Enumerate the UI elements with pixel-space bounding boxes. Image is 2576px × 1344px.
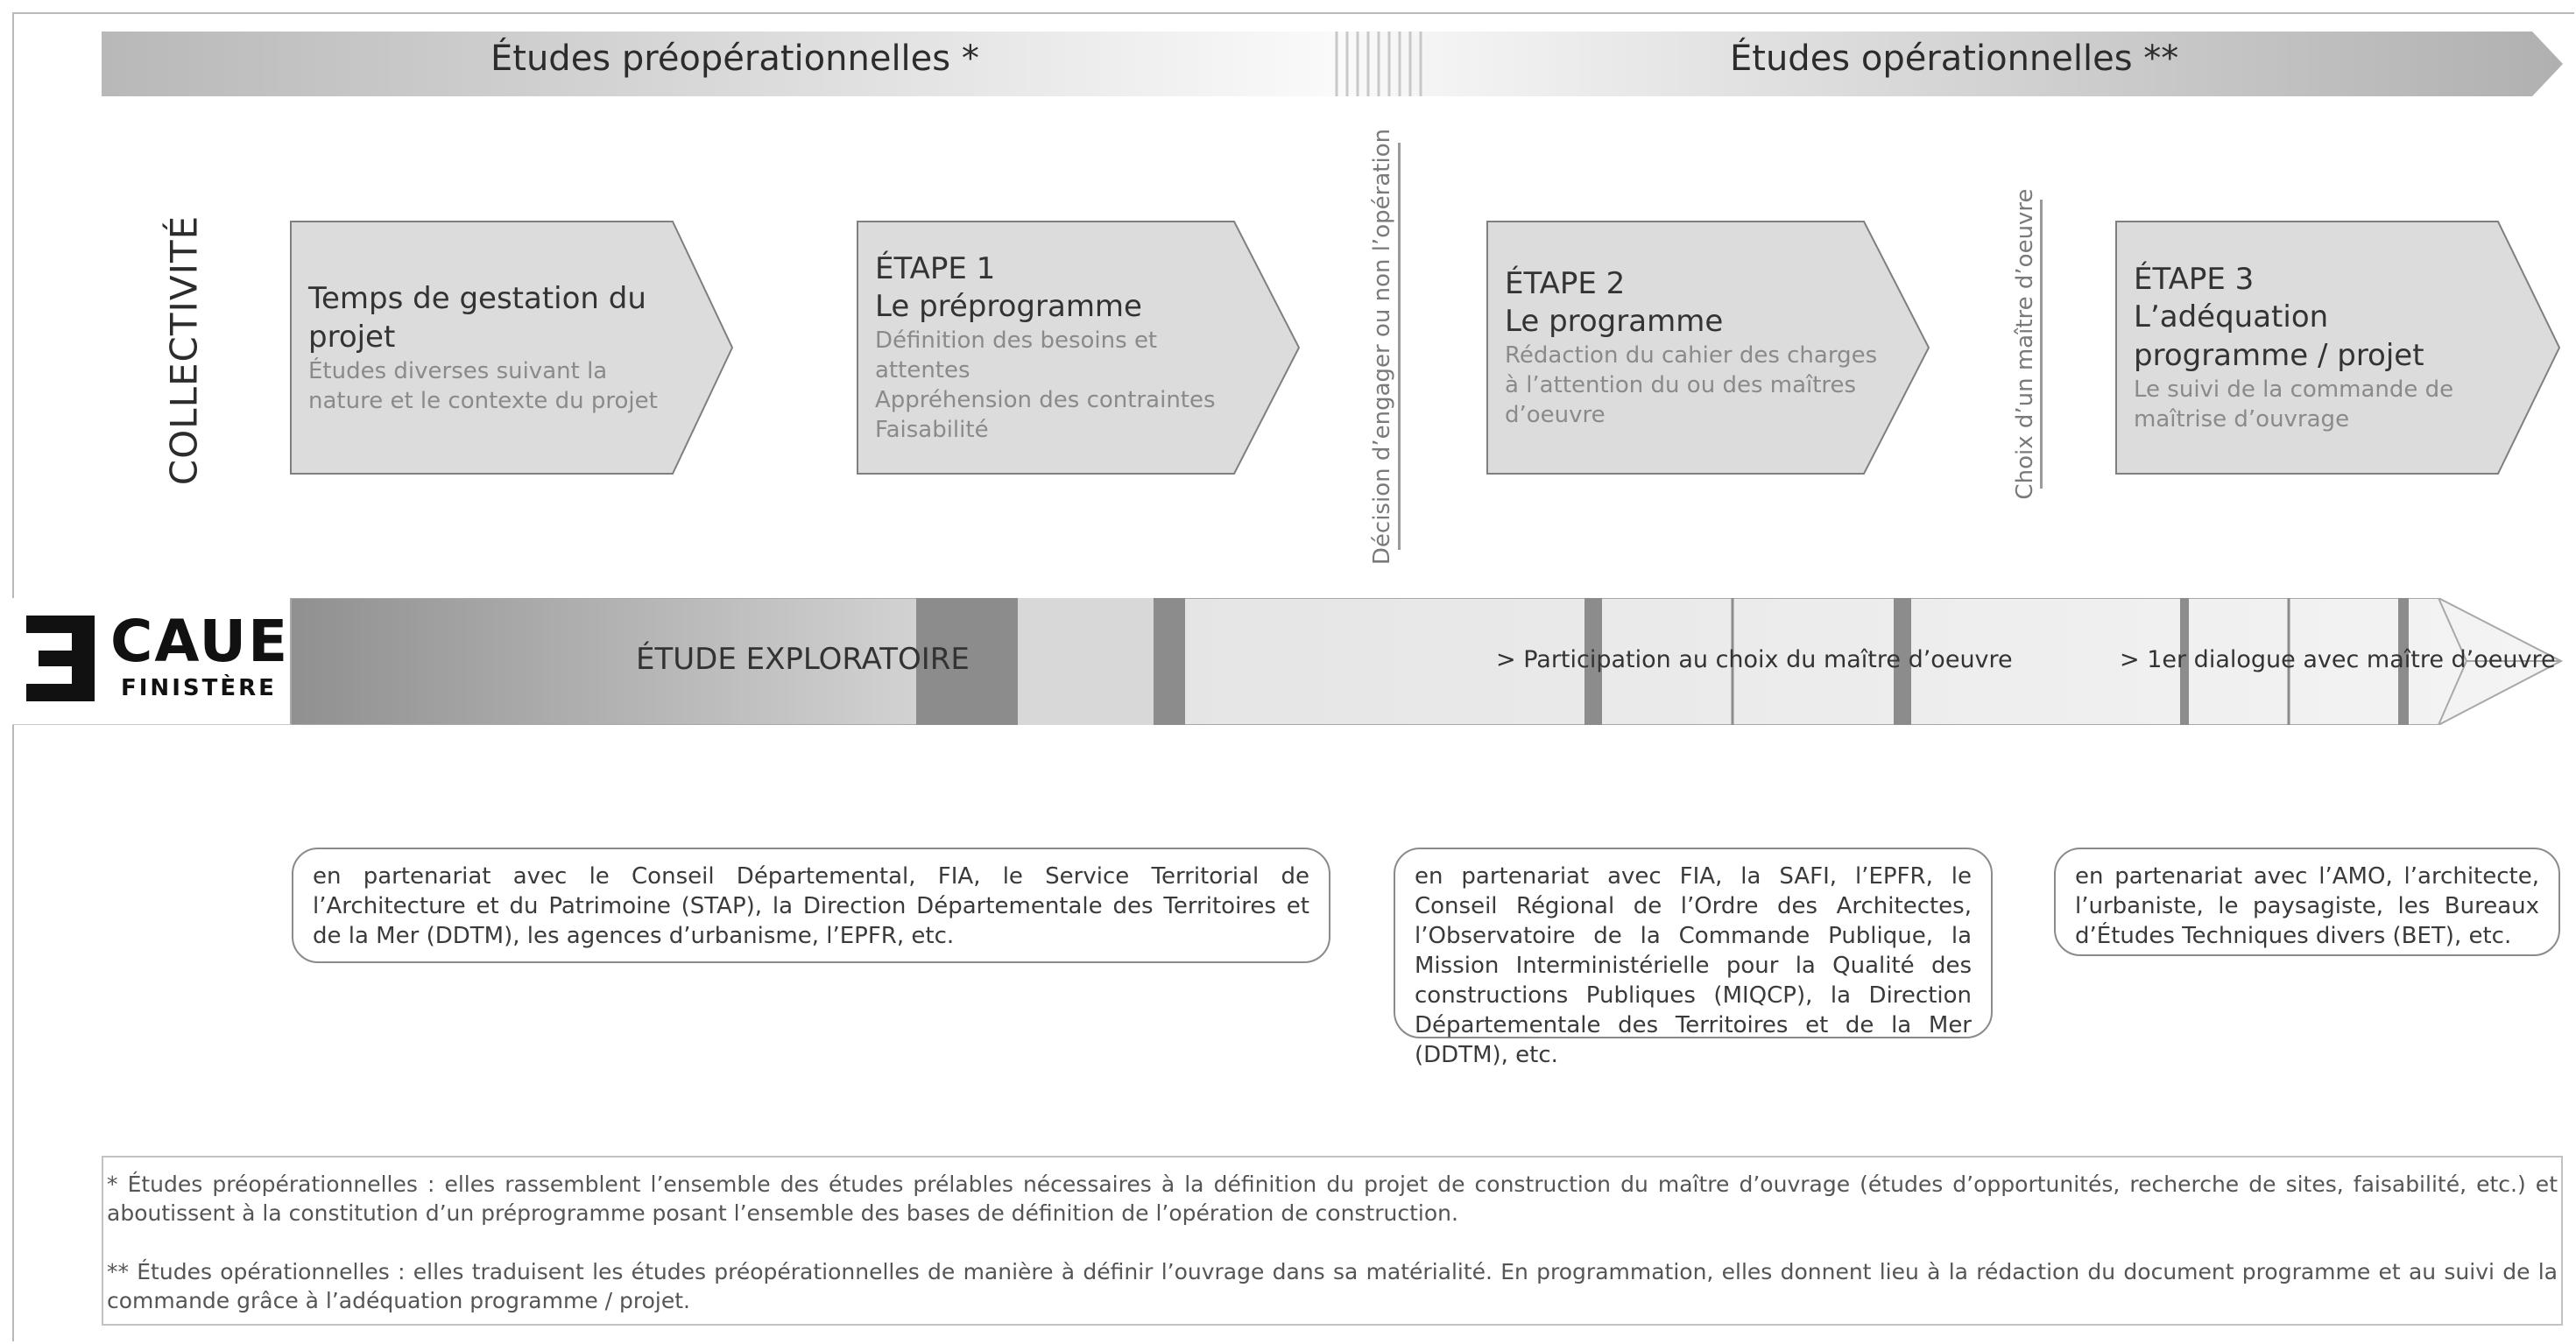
- band-participation-label: > Participation au choix du maître d’oeu…: [1496, 646, 2013, 673]
- decision-rule: [1398, 143, 1401, 550]
- stage-kicker: ÉTAPE 3: [2134, 262, 2255, 297]
- decision-choice-label: Choix d’un maître d’oeuvre: [2012, 188, 2038, 500]
- chevron-shape: [1486, 221, 1930, 475]
- footnote-preoperational: * Études préopérationnelles : elles rass…: [107, 1172, 2558, 1226]
- chevron-shape: [857, 221, 1301, 475]
- logo-subtitle: FINISTÈRE: [121, 675, 277, 701]
- stage-title: Le préprogramme: [875, 289, 1142, 324]
- phase-arrow: [102, 32, 2563, 96]
- stage-description: Définition des besoins et attentes Appré…: [875, 327, 1216, 443]
- stage-2: ÉTAPE 2 Le programme Rédaction du cahier…: [1486, 220, 1930, 475]
- decision-engage-marker: Décision d’engager ou non l’opération: [1360, 128, 1404, 565]
- stage-title: Le programme: [1505, 304, 1724, 339]
- decision-choice-marker: Choix d’un maître d’oeuvre: [2003, 188, 2047, 500]
- stage-title: L’adéquation programme / projet: [2134, 299, 2424, 373]
- stage-1: ÉTAPE 1 Le préprogramme Définition des b…: [856, 220, 1301, 475]
- band-dialogue-label: > 1er dialogue avec maître d’oeuvre: [2120, 646, 2556, 673]
- stage-kicker: ÉTAPE 1: [875, 251, 996, 286]
- collectivite-label: COLLECTIVITÉ: [162, 215, 206, 486]
- stage-3: ÉTAPE 3 L’adéquation programme / projet …: [2114, 220, 2561, 475]
- caue-logo: CAUE FINISTÈRE: [18, 609, 287, 718]
- stage-kicker: ÉTAPE 2: [1505, 266, 1626, 301]
- band-exploratory-label: ÉTUDE EXPLORATOIRE: [636, 642, 970, 677]
- logo-name: CAUE: [110, 608, 290, 675]
- chevron-shape: [2115, 221, 2561, 475]
- caue-mark-icon: [26, 616, 95, 701]
- partner-box-2: en partenariat avec FIA, la SAFI, l’EPFR…: [1394, 848, 1993, 1068]
- phase-preoperational-label: Études préopérationnelles *: [490, 39, 979, 79]
- stage-description: Rédaction du cahier des charges à l’atte…: [1505, 342, 1878, 428]
- decision-engage-label: Décision d’engager ou non l’opération: [1369, 128, 1395, 565]
- stage-description: Études diverses suivant la nature et le …: [308, 358, 658, 414]
- footnote-operational: ** Études opérationnelles : elles tradui…: [107, 1259, 2558, 1313]
- partner-box-3: en partenariat avec l’AMO, l’architecte,…: [2054, 848, 2560, 956]
- footnotes: * Études préopérationnelles : elles rass…: [102, 1156, 2563, 1326]
- caue-timeline-band: [12, 598, 2564, 725]
- partner-box-1: en partenariat avec le Conseil Départeme…: [292, 848, 1330, 963]
- phase-operational-label: Études opérationnelles **: [1730, 39, 2179, 79]
- stage-gestation: Temps de gestation du projet Études dive…: [289, 220, 734, 475]
- stage-title: Temps de gestation du projet: [308, 281, 646, 355]
- decision-rule: [2040, 200, 2043, 489]
- stage-description: Le suivi de la commande de maîtrise d’ou…: [2134, 376, 2454, 433]
- chevron-shape: [290, 221, 734, 475]
